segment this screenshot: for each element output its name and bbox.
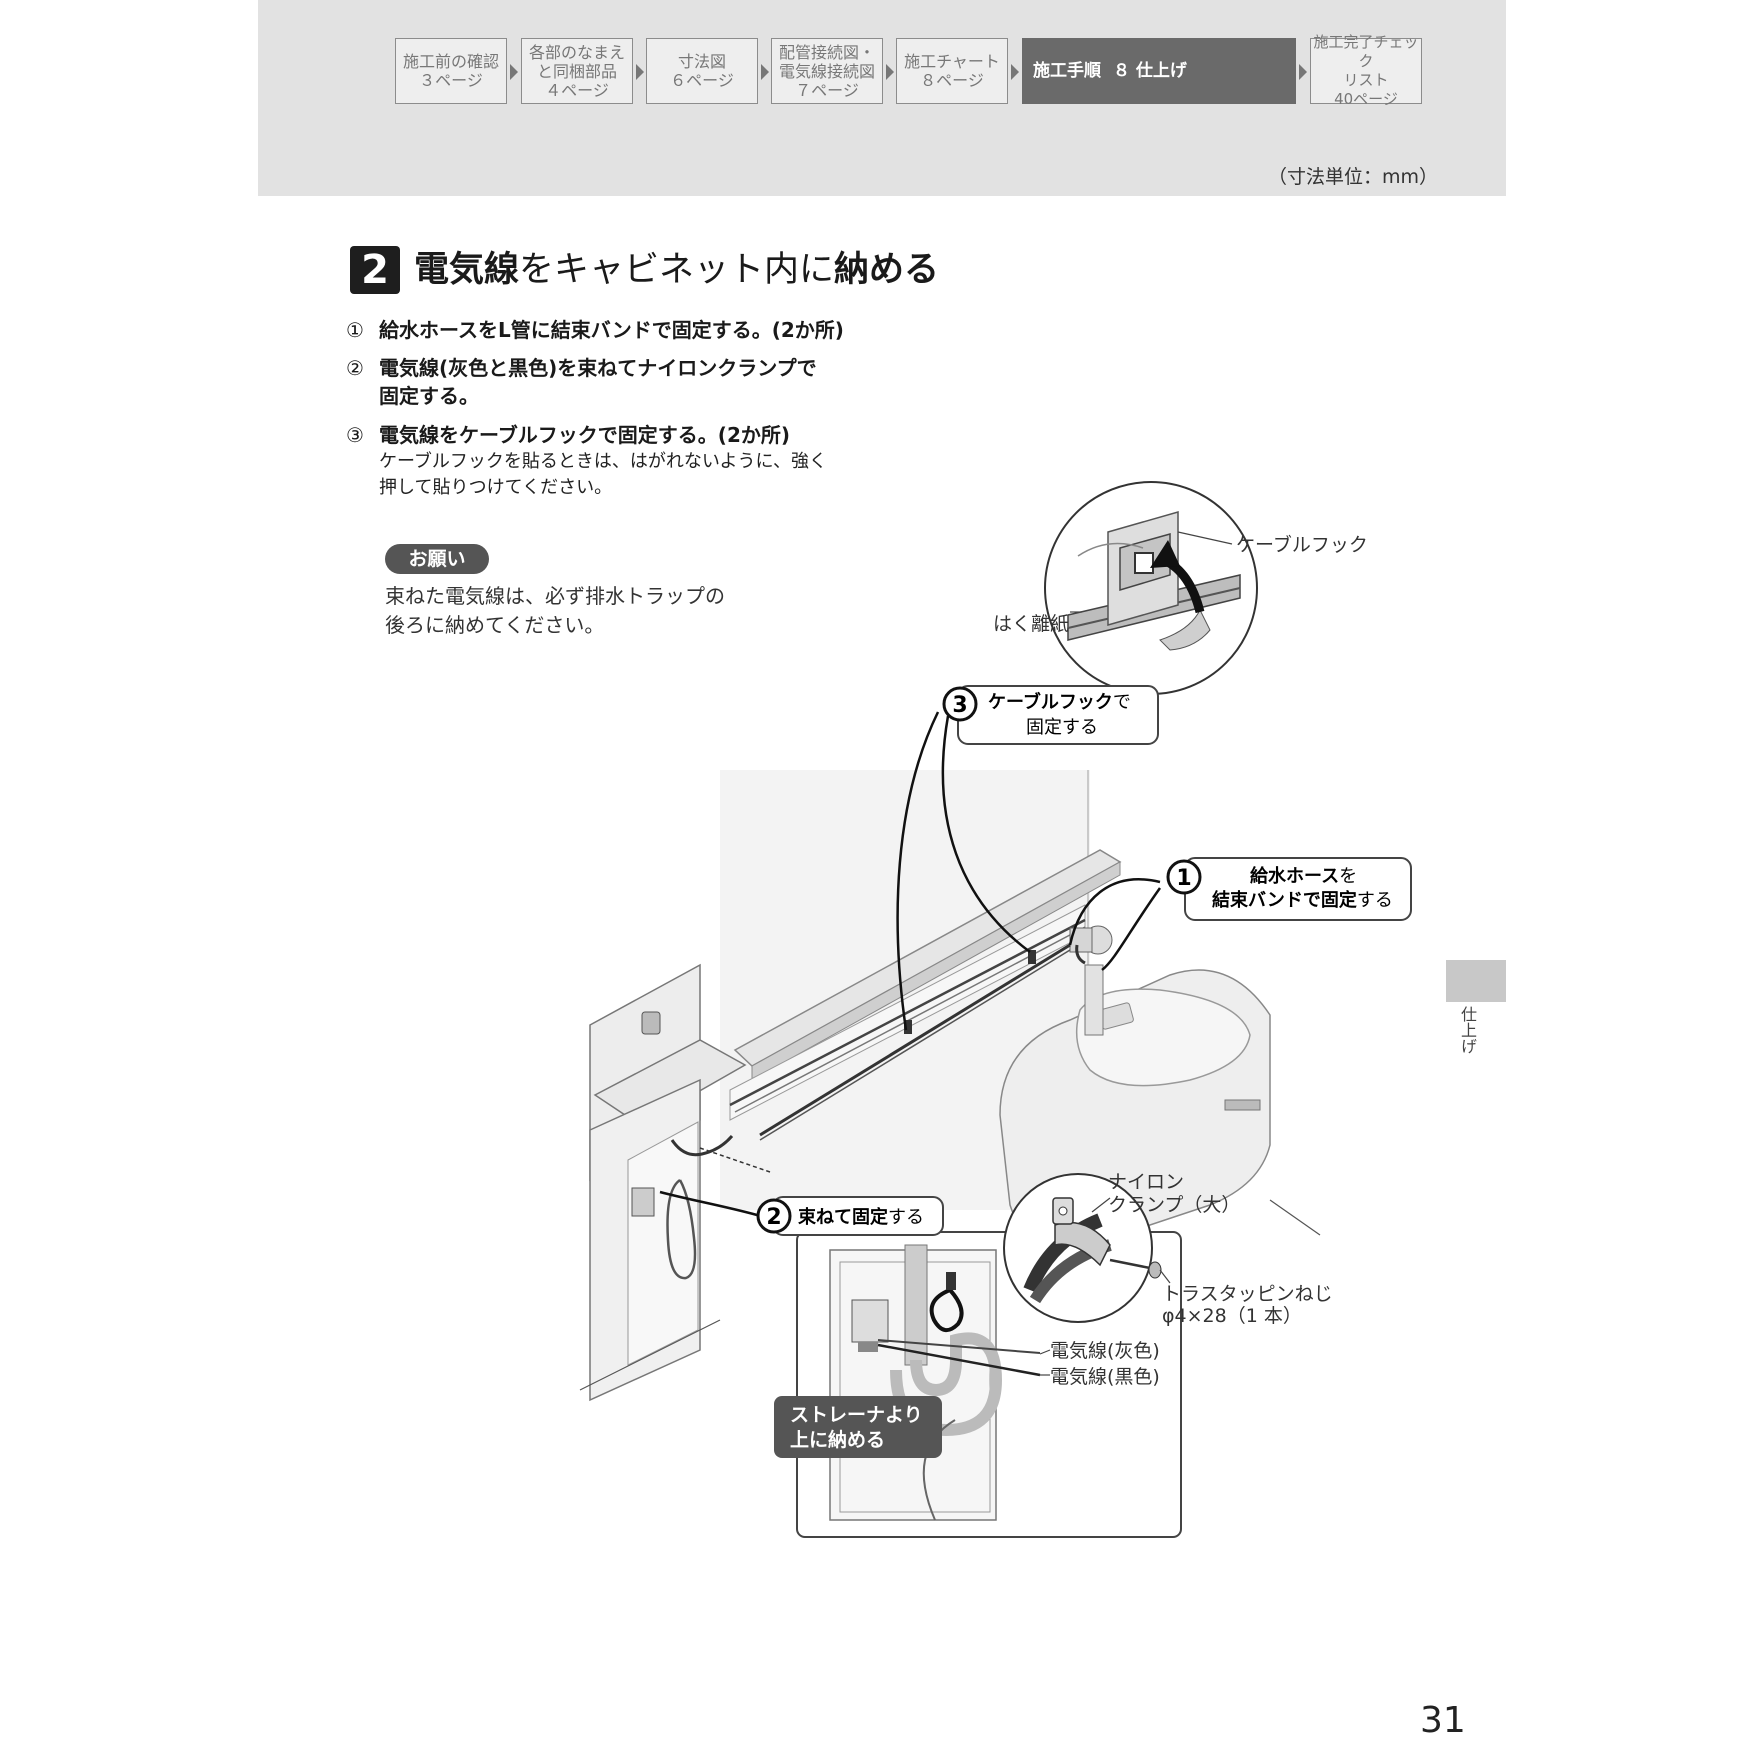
nav-arrow-icon: [761, 64, 769, 80]
nav-step-parts[interactable]: 各部のなまえ と同梱部品 ４ページ: [521, 38, 633, 104]
strainer-note: ストレーナより 上に納める: [774, 1396, 942, 1458]
svg-text:ストレーナより: ストレーナより: [790, 1404, 923, 1426]
side-tab[interactable]: [1446, 960, 1506, 1002]
notice-text: 束ねた電気線は、必ず排水トラップの 後ろに納めてください。: [385, 584, 725, 637]
step-number-badge: 2: [350, 246, 400, 294]
label-screw: トラスタッピンねじ: [1162, 1283, 1333, 1305]
step-title: 電気線をキャビネット内に納める: [414, 250, 940, 290]
arrow-icon: [1150, 540, 1180, 568]
nav-step-current[interactable]: 施工手順 ８ 仕上げ: [1022, 38, 1296, 104]
notice-badge: お願い: [385, 544, 489, 574]
screw-icon: [1109, 1258, 1151, 1270]
cable-hook-mark: [904, 1020, 912, 1034]
label-nylon-clamp-size: クランプ（大）: [1108, 1194, 1240, 1216]
label-wire-gray: 電気線(灰色): [1050, 1340, 1160, 1362]
svg-text:2: 2: [766, 1205, 781, 1230]
svg-text:給水ホースを: 給水ホースを: [1250, 865, 1357, 887]
nav-arrow-icon: [1299, 64, 1307, 80]
side-tab-label: 仕上げ: [1458, 1006, 1477, 1054]
counter-shelf: [729, 849, 1122, 1121]
unit-note: （寸法単位：mm）: [1268, 166, 1439, 188]
washbasin-cabinet: [589, 963, 747, 1402]
svg-text:上に納める: 上に納める: [790, 1428, 885, 1451]
svg-text:3: 3: [952, 693, 967, 718]
cable-hook-detail: [1044, 481, 1258, 695]
callout-2: 2 束ねて固定する: [756, 1196, 944, 1236]
nylon-clamp-detail: [1003, 1173, 1162, 1323]
label-cable-hook: ケーブルフック: [1236, 533, 1368, 556]
nav-arrow-icon: [636, 64, 644, 80]
svg-text:ケーブルフックで: ケーブルフックで: [988, 691, 1131, 713]
nav-arrow-icon: [886, 64, 894, 80]
label-peel-paper: はく離紙: [993, 613, 1069, 635]
label-wire-black: 電気線(黒色): [1050, 1366, 1160, 1388]
label-screw-size: φ4×28（1 本）: [1162, 1305, 1302, 1327]
label-nylon-clamp: ナイロン: [1108, 1171, 1184, 1193]
page-number: 31: [1420, 1700, 1466, 1741]
nav-step-chart[interactable]: 施工チャート ８ページ: [896, 38, 1008, 104]
cable-bundle: [759, 943, 1071, 1141]
nav-step-dimensions[interactable]: 寸法図 ６ページ: [646, 38, 758, 104]
l-pipe: [1069, 925, 1113, 1036]
callout-3: 3 ケーブルフックで 固定する: [942, 685, 1159, 745]
svg-text:固定する: 固定する: [1026, 717, 1098, 738]
svg-text:結束バンドで固定する: 結束バンドで固定する: [1212, 889, 1393, 911]
cable-hook-mark: [1028, 950, 1036, 964]
nav-step-checklist[interactable]: 施工完了チェック リスト 40ページ: [1310, 33, 1422, 108]
nav-step-prep[interactable]: 施工前の確認 ３ページ: [395, 38, 507, 104]
callout-1: 1 給水ホースを 結束バンドで固定する: [1166, 857, 1412, 921]
svg-text:束ねて固定する: 束ねて固定する: [798, 1206, 924, 1228]
nav-arrow-icon: [1011, 64, 1019, 80]
nav-step-piping[interactable]: 配管接続図・ 電気線接続図 ７ページ: [771, 38, 883, 104]
nav-arrow-icon: [510, 64, 518, 80]
svg-text:1: 1: [1176, 866, 1191, 891]
